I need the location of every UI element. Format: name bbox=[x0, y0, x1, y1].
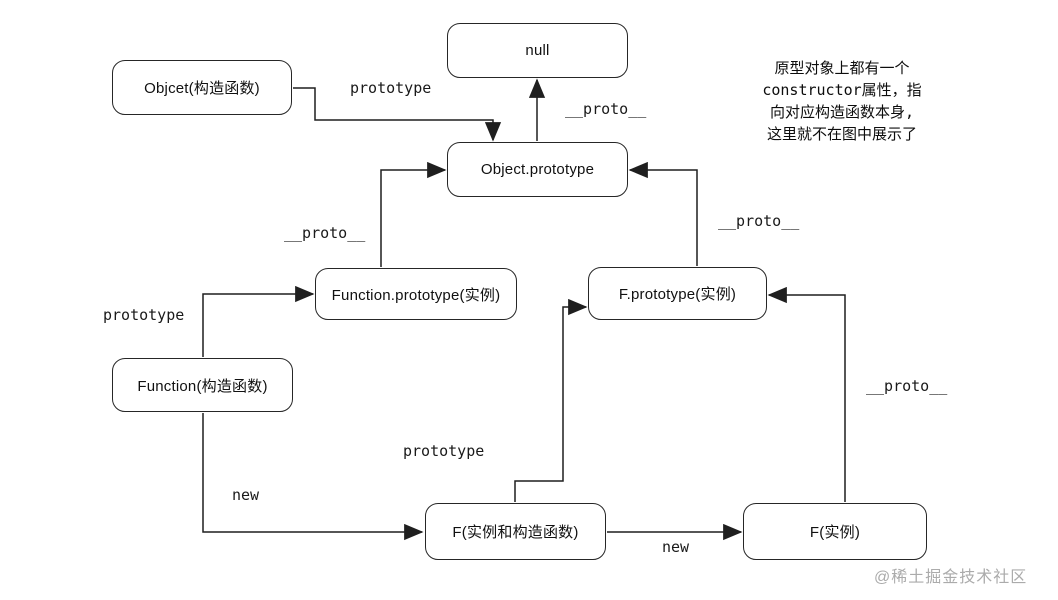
label-prototype-object: prototype bbox=[350, 79, 432, 97]
label-proto-fprototype: __proto__ bbox=[718, 212, 800, 230]
constructor-note: 原型对象上都有一个 constructor属性，指 向对应构造函数本身, 这里就… bbox=[746, 57, 938, 145]
edge-f-to-fprototype bbox=[514, 298, 588, 502]
edge-function-new-f bbox=[202, 413, 424, 541]
edge-object-to-objectprototype bbox=[293, 87, 502, 142]
node-object-constructor: Objcet(构造函数) bbox=[112, 60, 292, 115]
label-proto-finstance: __proto__ bbox=[866, 377, 948, 395]
label-proto-objectprototype-null: __proto__ bbox=[565, 100, 647, 118]
edge-functionprototype-to-objectprototype bbox=[380, 161, 447, 267]
node-object-prototype: Object.prototype bbox=[447, 142, 628, 197]
node-null: null bbox=[447, 23, 628, 78]
edge-finstance-to-fprototype bbox=[767, 286, 846, 502]
node-f-prototype: F.prototype(实例) bbox=[588, 267, 767, 320]
edge-function-to-functionprototype bbox=[202, 285, 315, 357]
note-line: 这里就不在图中展示了 bbox=[766, 125, 917, 143]
node-f-instance: F(实例) bbox=[743, 503, 927, 560]
label-new-f: new bbox=[662, 538, 690, 556]
label-new-function: new bbox=[232, 486, 260, 504]
label-prototype-f: prototype bbox=[403, 442, 485, 460]
note-line: constructor属性，指 bbox=[762, 81, 922, 99]
note-line: 原型对象上都有一个 bbox=[774, 59, 910, 77]
node-function-constructor: Function(构造函数) bbox=[112, 358, 293, 412]
watermark: @稀土掘金技术社区 bbox=[874, 569, 1028, 586]
label-prototype-function: prototype bbox=[103, 306, 185, 324]
node-function-prototype: Function.prototype(实例) bbox=[315, 268, 517, 320]
label-proto-functionprototype: __proto__ bbox=[284, 224, 366, 242]
edge-fprototype-to-objectprototype bbox=[628, 161, 698, 266]
note-line: 向对应构造函数本身, bbox=[769, 103, 915, 121]
node-f-constructor: F(实例和构造函数) bbox=[425, 503, 606, 560]
